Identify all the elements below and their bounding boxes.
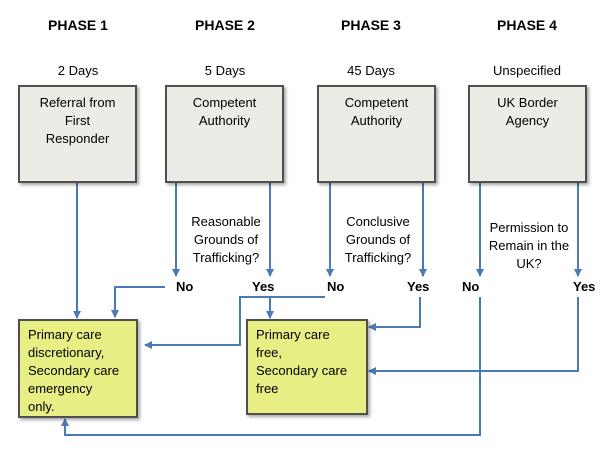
competent-authority-box-phase-2: Competent Authority bbox=[165, 85, 284, 183]
competent-authority-box-phase-3: Competent Authority bbox=[317, 85, 436, 183]
phase-4-box-label: UK Border Agency bbox=[497, 95, 558, 128]
outcome-right-label: Primary care free, Secondary care free bbox=[256, 327, 348, 396]
phase-3-no-label: No bbox=[327, 279, 345, 294]
referral-box-label: Referral from First Responder bbox=[39, 95, 116, 146]
question-permission-to-remain: Permission to Remain in the UK? bbox=[488, 220, 570, 271]
phase-3-yes-label: Yes bbox=[407, 279, 430, 294]
arrow-phase2-no-to-left bbox=[111, 286, 165, 318]
uk-border-agency-box: UK Border Agency bbox=[468, 85, 587, 183]
arrow-phase4-no-to-left bbox=[61, 297, 481, 436]
phase-4-no-label: No bbox=[462, 279, 480, 294]
question-reasonable-grounds: Reasonable Grounds of Trafficking? bbox=[191, 214, 261, 265]
phase-2-no-label: No bbox=[176, 279, 194, 294]
phase-4-duration: Unspecified bbox=[493, 63, 561, 78]
phase-2-duration: 5 Days bbox=[204, 63, 246, 78]
phase-3-title: PHASE 3 bbox=[341, 17, 401, 33]
phase-4-yes-label: Yes bbox=[573, 279, 596, 294]
phase-3-duration: 45 Days bbox=[347, 63, 395, 78]
outcome-left-label: Primary care discretionary, Secondary ca… bbox=[28, 327, 120, 414]
arrow-phase3-yes-to-right bbox=[368, 297, 421, 331]
arrow-phase3-no-to-left bbox=[144, 296, 325, 349]
phase-1-duration: 2 Days bbox=[57, 63, 99, 78]
phase-2-title: PHASE 2 bbox=[195, 17, 255, 33]
phase-2-box-label: Competent Authority bbox=[192, 95, 257, 128]
arrow-phase4-yes-to-right bbox=[368, 297, 579, 375]
outcome-free-care: Primary care free, Secondary care free bbox=[246, 319, 368, 415]
phase-1-title: PHASE 1 bbox=[48, 17, 108, 33]
phase-3-box-label: Competent Authority bbox=[344, 95, 409, 128]
question-conclusive-grounds: Conclusive Grounds of Trafficking? bbox=[344, 214, 412, 265]
phase-4-title: PHASE 4 bbox=[497, 17, 557, 33]
outcome-discretionary-care: Primary care discretionary, Secondary ca… bbox=[18, 319, 138, 418]
phase-2-yes-label: Yes bbox=[252, 279, 275, 294]
referral-box: Referral from First Responder bbox=[18, 85, 137, 183]
